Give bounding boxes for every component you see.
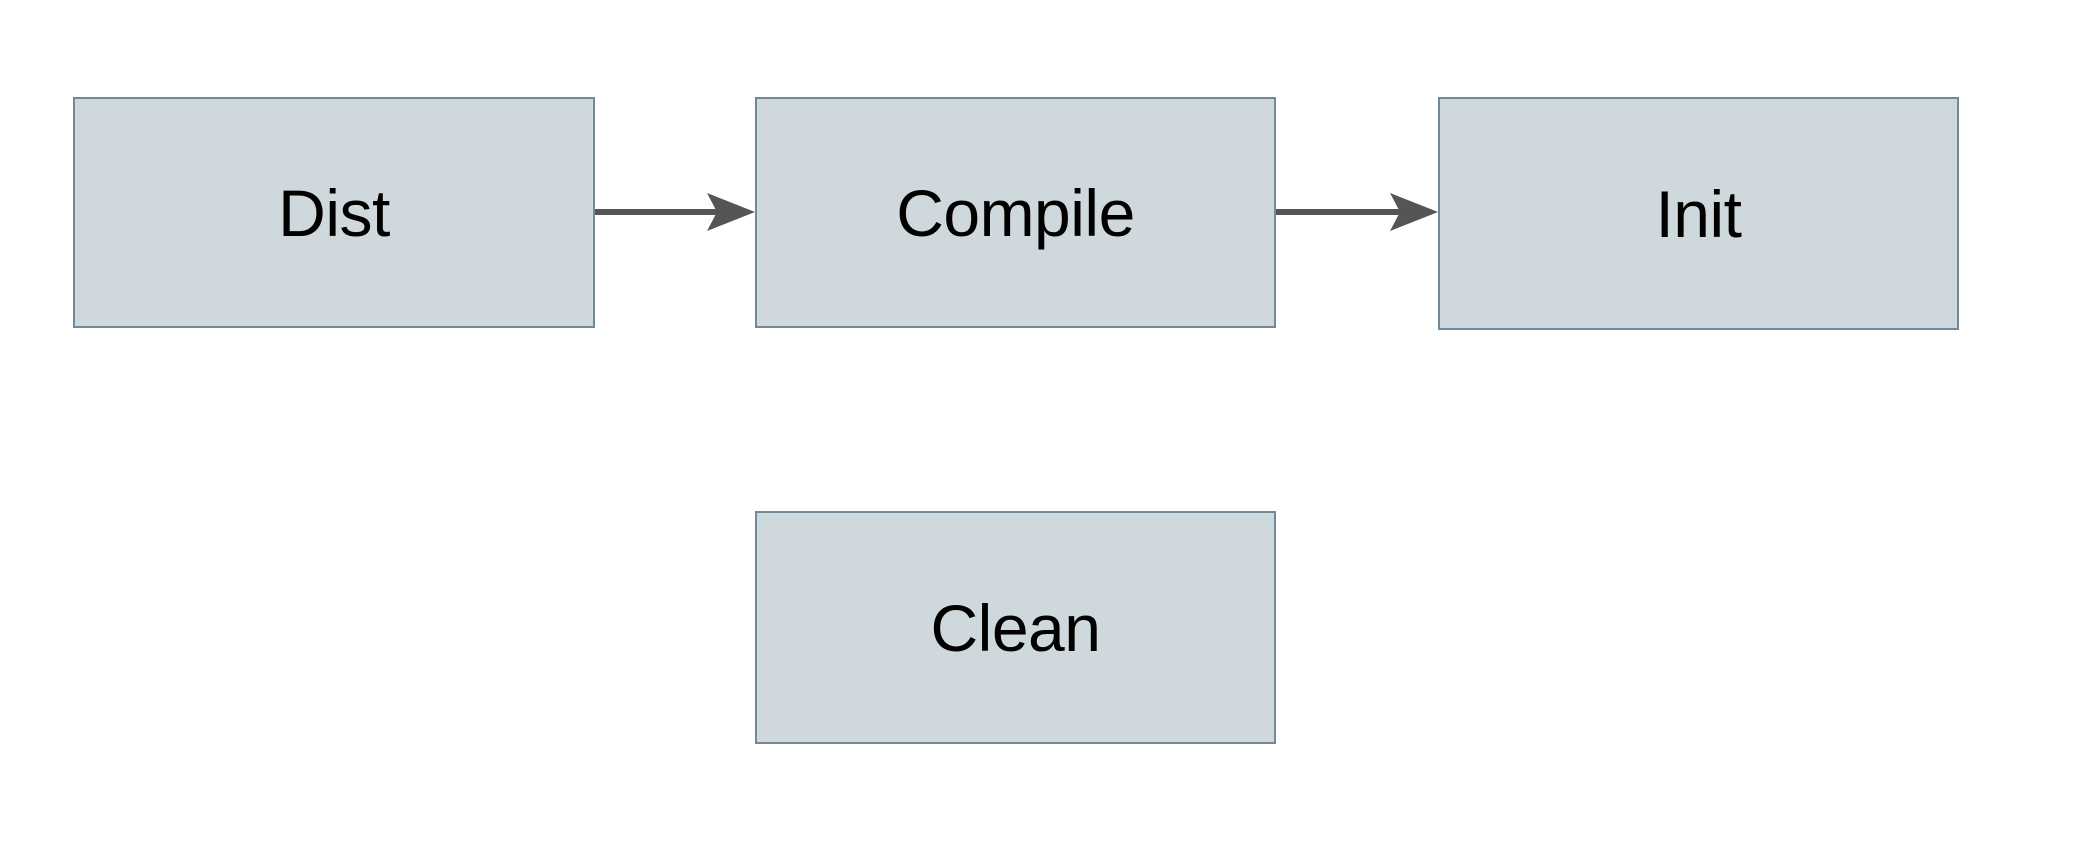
arrow-dist-to-compile-icon bbox=[595, 193, 755, 231]
arrow-compile-to-init-icon bbox=[1276, 193, 1438, 231]
edge-compile-to-init[interactable] bbox=[1276, 186, 1438, 238]
edge-dist-to-compile[interactable] bbox=[595, 186, 755, 238]
node-init-label: Init bbox=[1655, 176, 1742, 251]
node-dist-label: Dist bbox=[278, 175, 390, 250]
node-compile-label: Compile bbox=[896, 175, 1135, 250]
node-clean[interactable]: Clean bbox=[755, 511, 1276, 744]
node-clean-label: Clean bbox=[930, 590, 1101, 665]
node-init[interactable]: Init bbox=[1438, 97, 1959, 330]
node-dist[interactable]: Dist bbox=[73, 97, 595, 328]
node-compile[interactable]: Compile bbox=[755, 97, 1276, 328]
